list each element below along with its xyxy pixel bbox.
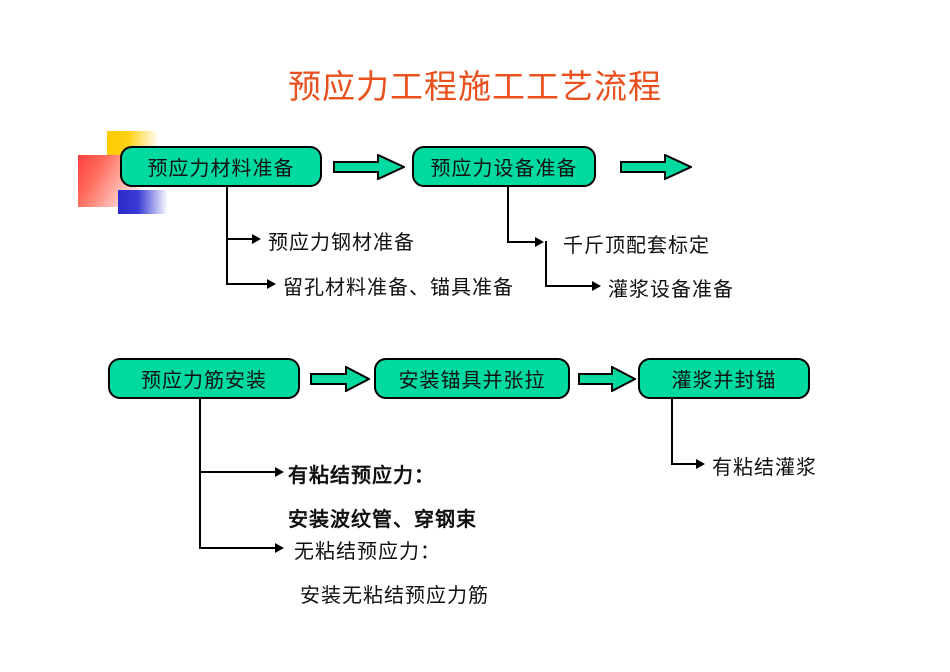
right-block-arrow-icon	[310, 365, 372, 393]
process-box-anchorage-and-tensioning[interactable]: 安装锚具并张拉	[374, 358, 570, 399]
connector-hline-row2-left-2	[199, 547, 275, 549]
right-block-arrow-icon	[620, 153, 694, 181]
connector-vline-row1-left	[226, 187, 228, 285]
page-title: 预应力工程施工工艺流程	[288, 70, 662, 106]
right-arrowhead-icon	[696, 459, 705, 469]
connector-hline-row1-left-1	[226, 238, 252, 240]
connector-hline-row2-right	[671, 463, 696, 465]
label-hole-material-anchorage-prep: 留孔材料准备、锚具准备	[283, 277, 514, 299]
process-box-tendon-installation[interactable]: 预应力筋安装	[108, 358, 300, 399]
label-unbonded-prestress-title: 无粘结预应力：	[294, 541, 441, 563]
label-jack-calibration: 千斤顶配套标定	[563, 235, 710, 257]
decoration-blue-rect	[118, 190, 168, 214]
right-arrowhead-icon	[275, 543, 284, 553]
label-bonded-prestress-title: 有粘结预应力：	[288, 465, 435, 487]
label-prestress-steel-prep: 预应力钢材准备	[268, 232, 415, 254]
connector-hline-row1-right-2	[545, 285, 592, 287]
right-arrowhead-icon	[267, 279, 276, 289]
right-block-arrow-icon	[578, 365, 638, 393]
process-box-prestress-material-prep[interactable]: 预应力材料准备	[120, 146, 322, 187]
right-arrowhead-icon	[592, 281, 601, 291]
process-box-grouting-and-anchor-sealing[interactable]: 灌浆并封锚	[638, 358, 810, 399]
connector-hline-row1-left-2	[226, 283, 267, 285]
connector-hline-row2-left-1	[199, 471, 275, 473]
process-box-prestress-equipment-prep[interactable]: 预应力设备准备	[412, 146, 596, 187]
connector-vline-row1-right-1	[507, 187, 509, 243]
label-bonded-grouting: 有粘结灌浆	[712, 457, 817, 479]
right-block-arrow-icon	[333, 153, 407, 181]
right-arrowhead-icon	[275, 467, 284, 477]
label-install-corrugated-pipe-thread-strand: 安装波纹管、穿钢束	[288, 509, 477, 531]
connector-vline-row1-right-2	[545, 241, 547, 287]
connector-vline-row2-left	[199, 399, 201, 549]
label-grouting-equipment-prep: 灌浆设备准备	[608, 279, 734, 301]
connector-vline-row2-right	[671, 399, 673, 465]
right-arrowhead-icon	[252, 234, 261, 244]
connector-hline-row1-right-1	[507, 241, 535, 243]
label-install-unbonded-tendon: 安装无粘结预应力筋	[300, 585, 489, 607]
right-arrowhead-icon	[535, 237, 544, 247]
